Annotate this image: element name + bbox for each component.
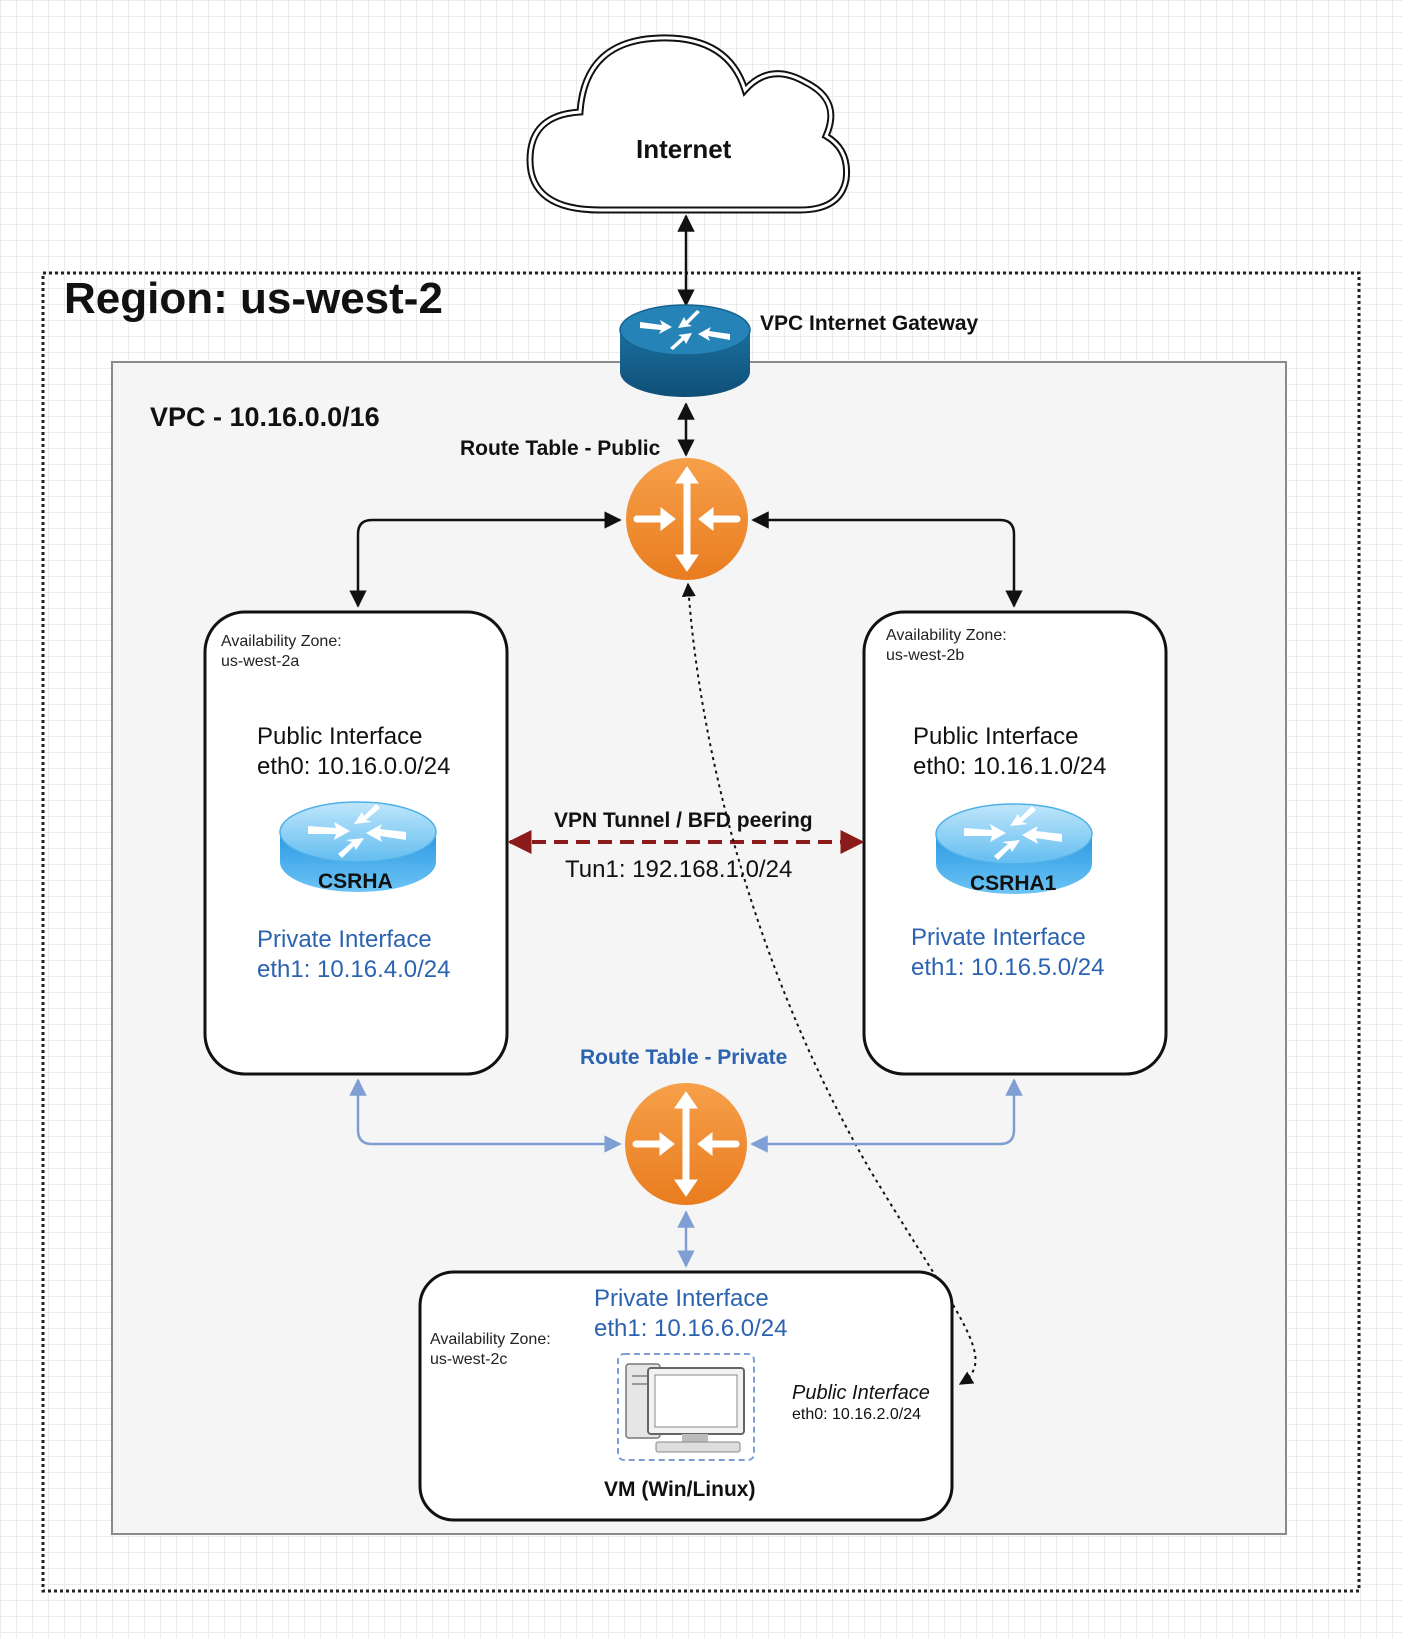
cloud-icon: [526, 34, 851, 214]
vpc-title: VPC - 10.16.0.0/16: [150, 402, 380, 432]
region-boundary: [41, 271, 1361, 1593]
public-link-az-a: [349, 511, 622, 608]
csr-router-a-name: CSRHA: [318, 870, 393, 893]
private-link-az-a: [349, 1078, 622, 1153]
vm-label: VM (Win/Linux): [604, 1478, 756, 1501]
route-table-private-label: Route Table - Private: [580, 1046, 788, 1069]
az-a-zone-label: Availability Zone: us-west-2a: [221, 633, 342, 670]
region-title: Region: us-west-2: [64, 274, 443, 323]
vm-public-interface-eth: eth0: 10.16.2.0/24: [792, 1406, 921, 1423]
vm-private-interface: Private Interface eth1: 10.16.6.0/24: [594, 1285, 788, 1342]
route-table-icon: [625, 1083, 747, 1205]
desktop-computer-icon: [617, 1353, 755, 1461]
az-a-private-interface: Private Interface eth1: 10.16.4.0/24: [257, 926, 451, 983]
az-a-public-interface: Public Interface eth0: 10.16.0.0/24: [257, 723, 451, 780]
internet-gateway-label: VPC Internet Gateway: [760, 312, 979, 335]
az-b-private-interface: Private Interface eth1: 10.16.5.0/24: [911, 924, 1105, 981]
csr-router-icon: [935, 803, 1093, 894]
vpn-tunnel-label: VPN Tunnel / BFD peering: [554, 809, 813, 832]
internet-label: Internet: [636, 134, 732, 164]
az-b-zone-label: Availability Zone: us-west-2b: [886, 627, 1007, 664]
route-table-public-label: Route Table - Public: [460, 437, 661, 460]
route-table-icon: [626, 458, 748, 580]
az-c-zone-label: Availability Zone: us-west-2c: [430, 1331, 551, 1368]
az-b-public-interface: Public Interface eth0: 10.16.1.0/24: [913, 723, 1107, 780]
private-link-az-b: [750, 1078, 1023, 1153]
csr-router-icon: [279, 801, 437, 892]
public-link-az-b: [751, 511, 1023, 608]
gateway-router-icon: [619, 304, 751, 397]
tunnel-subnet-label: Tun1: 192.168.1.0/24: [565, 856, 793, 883]
csr-router-b-name: CSRHA1: [970, 872, 1057, 895]
vm-public-interface-label: Public Interface: [792, 1382, 930, 1404]
